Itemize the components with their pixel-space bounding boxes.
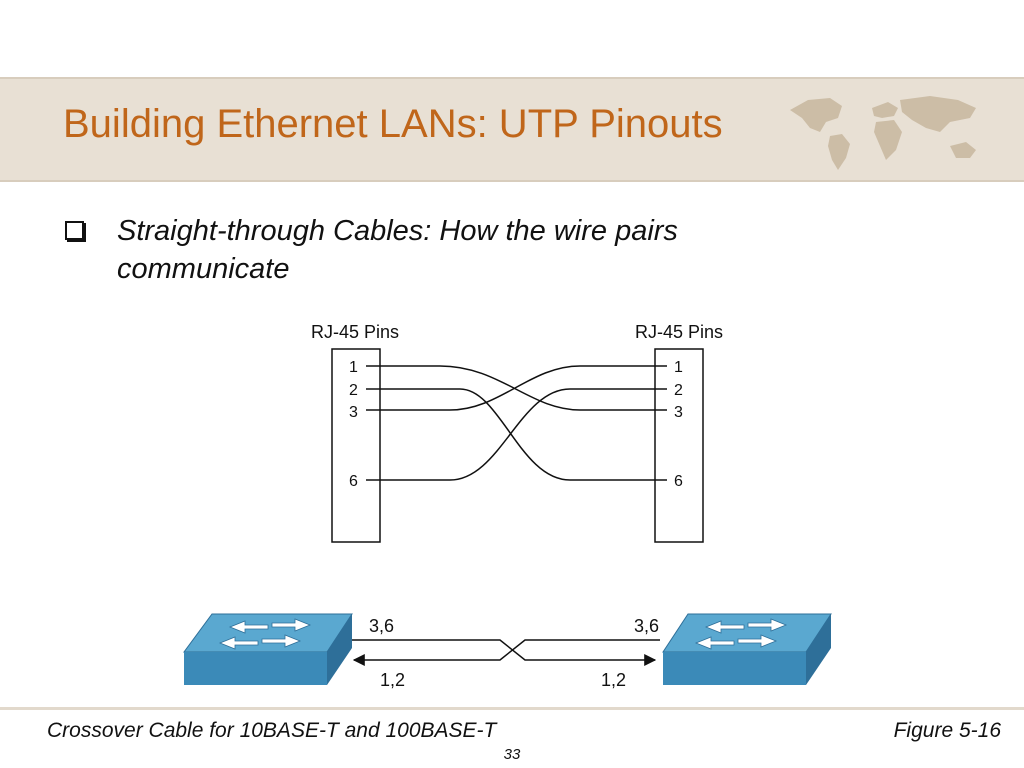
right-pin-3: 3 [674, 404, 683, 421]
right-pin-6: 6 [674, 473, 683, 490]
right-connector-box [654, 348, 704, 543]
crossover-diagram: 3,6 3,6 1,2 1,2 [183, 613, 832, 690]
left-pin-6: 6 [349, 473, 358, 490]
world-map-icon [790, 96, 976, 170]
left-rj45-label: RJ-45 Pins [311, 322, 399, 342]
top-right-pair-label: 3,6 [634, 616, 659, 636]
bottom-right-pair-label: 1,2 [601, 670, 626, 690]
title-band [0, 77, 1024, 182]
left-connector-box [331, 348, 381, 543]
bullet-text: Straight-through Cables: How the wire pa… [117, 215, 678, 285]
footer-divider [0, 707, 1024, 710]
wire-3-to-1 [366, 365, 667, 411]
crossover-line-bottom [352, 639, 660, 666]
right-pin-1: 1 [674, 359, 683, 376]
wire-2-to-6 [366, 388, 667, 481]
left-pin-1: 1 [349, 359, 358, 376]
figure-number: Figure 5-16 [893, 719, 1001, 742]
left-switch-icon [183, 613, 353, 685]
checkbox-bullet-icon [65, 221, 84, 240]
pinout-diagram: RJ-45 Pins RJ-45 Pins 1 2 3 6 1 2 3 6 [311, 322, 723, 543]
slide-title: Building Ethernet LANs: UTP Pinouts [63, 102, 723, 146]
right-pin-2: 2 [674, 382, 683, 399]
diagram-canvas: RJ-45 Pins RJ-45 Pins 1 2 3 6 1 2 3 6 [183, 322, 832, 690]
right-switch-icon [662, 613, 832, 685]
top-left-pair-label: 3,6 [369, 616, 394, 636]
page-number: 33 [503, 746, 521, 763]
bottom-left-pair-label: 1,2 [380, 670, 405, 690]
left-pin-2: 2 [349, 382, 358, 399]
left-pin-3: 3 [349, 404, 358, 421]
right-rj45-label: RJ-45 Pins [635, 322, 723, 342]
wire-6-to-2 [366, 388, 667, 481]
figure-caption: Crossover Cable for 10BASE-T and 100BASE… [47, 719, 497, 742]
